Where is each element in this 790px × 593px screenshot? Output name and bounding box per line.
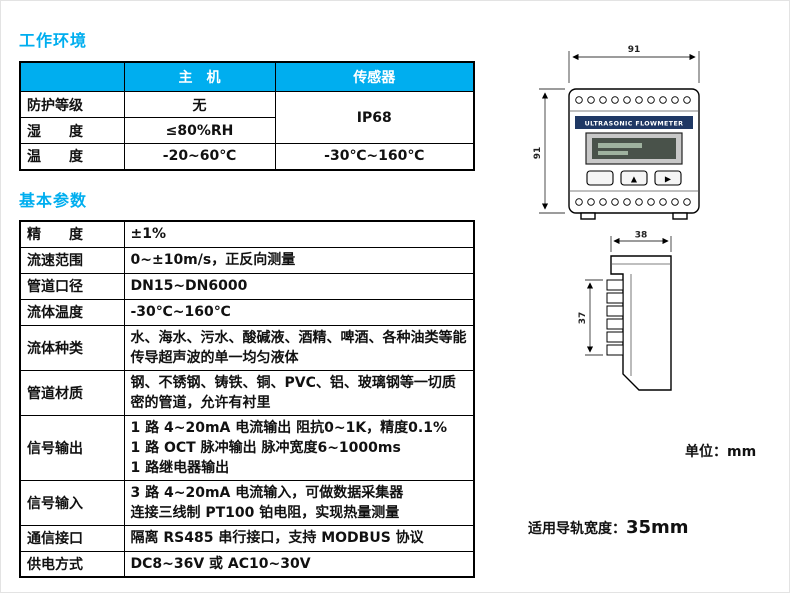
param-value-comm-interface: 隔离 RS485 串行接口，支持 MODBUS 协议 <box>123 524 475 552</box>
table-row: 流速范围 0~±10m/s，正反向测量 <box>19 246 475 274</box>
param-value-velocity-range: 0~±10m/s，正反向测量 <box>123 246 475 274</box>
vent-holes-top <box>575 96 691 104</box>
table-row: 流体温度 -30℃~160℃ <box>19 298 475 326</box>
param-label-pipe-diameter: 管道口径 <box>19 272 125 300</box>
env-col-main-unit: 主 机 <box>123 61 276 92</box>
env-label-protection: 防护等级 <box>19 91 125 118</box>
table-row: 管道材质 钢、不锈钢、铸铁、铜、PVC、铝、玻璃钢等一切质密的管道，允许有衬里 <box>19 369 475 416</box>
param-value-fluid-temperature: -30℃~160℃ <box>123 298 475 326</box>
table-header-row: 主 机 传感器 <box>19 61 475 92</box>
env-value-protection-main: 无 <box>123 91 276 118</box>
vent-holes-bottom <box>575 198 691 206</box>
right-triangle-icon: ▶ <box>665 175 672 184</box>
env-value-humidity-main: ≤80%RH <box>123 117 276 144</box>
param-label-signal-input: 信号输入 <box>19 479 125 526</box>
up-triangle-icon: ▲ <box>631 175 638 184</box>
env-value-temperature-main: -20~60℃ <box>123 143 276 170</box>
side-profile-outline <box>610 255 672 391</box>
din-clip-left <box>580 212 596 220</box>
env-col-sensor: 传感器 <box>274 61 475 92</box>
front-width-dim-text: 91 <box>628 45 641 55</box>
table-row: 精 度 ±1% <box>19 220 475 248</box>
device-button-enter <box>654 170 682 186</box>
basic-parameters-table: 精 度 ±1% 流速范围 0~±10m/s，正反向测量 管道口径 DN15~DN… <box>19 220 475 578</box>
device-buttons: ▲ ▶ <box>586 170 682 186</box>
table-row: 供电方式 DC8~36V 或 AC10~30V <box>19 550 475 578</box>
din-clip-right <box>672 212 688 220</box>
param-value-pipe-diameter: DN15~DN6000 <box>123 272 475 300</box>
param-value-fluid-types: 水、海水、污水、酸碱液、酒精、啤酒、各种油类等能传导超声波的单一均匀液体 <box>123 324 475 371</box>
param-label-fluid-temperature: 流体温度 <box>19 298 125 326</box>
param-label-signal-output: 信号输出 <box>19 414 125 481</box>
brand-text: ULTRASONIC FLOWMETER <box>585 121 684 128</box>
table-row: 温 度 -20~60℃ -30℃~160℃ <box>19 143 475 170</box>
param-label-comm-interface: 通信接口 <box>19 524 125 552</box>
side-width-dimension: 38 <box>610 231 672 252</box>
env-label-temperature: 温 度 <box>19 143 125 170</box>
rail-width-prefix: 适用导轨宽度： <box>528 521 626 537</box>
param-value-accuracy: ±1% <box>123 220 475 248</box>
device-button-up <box>620 170 648 186</box>
env-table-corner-cell <box>19 61 125 92</box>
table-row: 通信接口 隔离 RS485 串行接口，支持 MODBUS 协议 <box>19 524 475 552</box>
table-row: 管道口径 DN15~DN6000 <box>19 272 475 300</box>
device-button-menu <box>586 170 614 186</box>
flowmeter-front-body: ULTRASONIC FLOWMETER ▲ ▶ <box>568 88 700 220</box>
side-view-drawing: 38 37 <box>578 231 672 391</box>
section-title-working-environment: 工作环境 <box>19 31 88 50</box>
param-value-pipe-material: 钢、不锈钢、铸铁、铜、PVC、铝、玻璃钢等一切质密的管道，允许有衬里 <box>123 369 475 416</box>
rail-width-value: 35mm <box>626 517 689 538</box>
working-environment-table: 主 机 传感器 防护等级 无 IP68 湿 度 ≤80%RH 温 度 -20~6… <box>19 61 475 171</box>
table-row: 防护等级 无 IP68 <box>19 91 475 144</box>
section-title-basic-parameters: 基本参数 <box>19 191 88 210</box>
front-width-dimension: 91 <box>568 45 700 83</box>
brand-band <box>575 116 693 129</box>
table-row: 信号输出 1 路 4~20mA 电流输出 阻抗0~1K，精度0.1% 1 路 O… <box>19 414 475 481</box>
env-value-protection-sensor: IP68 <box>274 91 475 144</box>
table-row: 信号输入 3 路 4~20mA 电流输入，可做数据采集器 连接三线制 PT100… <box>19 479 475 526</box>
param-label-power-supply: 供电方式 <box>19 550 125 578</box>
param-label-accuracy: 精 度 <box>19 220 125 248</box>
param-label-fluid-types: 流体种类 <box>19 324 125 371</box>
side-width-dim-text: 38 <box>635 231 648 241</box>
table-row: 流体种类 水、海水、污水、酸碱液、酒精、啤酒、各种油类等能传导超声波的单一均匀液… <box>19 324 475 371</box>
front-view-drawing: 91 91 ULTRASONIC FLOWMETER <box>533 45 700 220</box>
table-row: 湿 度 ≤80%RH <box>19 117 474 144</box>
terminal-blocks <box>606 279 624 356</box>
unit-label: 单位：mm <box>685 444 757 460</box>
side-height-dimension: 37 <box>578 279 603 356</box>
lcd-display <box>585 132 683 165</box>
flowmeter-side-profile <box>606 255 672 391</box>
param-value-signal-input: 3 路 4~20mA 电流输入，可做数据采集器 连接三线制 PT100 铂电阻，… <box>123 479 475 526</box>
rail-width-label: 适用导轨宽度：35mm <box>528 517 689 538</box>
side-height-dim-text: 37 <box>578 312 588 325</box>
param-label-velocity-range: 流速范围 <box>19 246 125 274</box>
env-label-humidity: 湿 度 <box>19 117 125 144</box>
front-height-dim-text: 91 <box>533 147 543 160</box>
param-value-signal-output: 1 路 4~20mA 电流输出 阻抗0~1K，精度0.1% 1 路 OCT 脉冲… <box>123 414 475 481</box>
front-height-dimension: 91 <box>533 88 565 214</box>
param-value-power-supply: DC8~36V 或 AC10~30V <box>123 550 475 578</box>
env-value-temperature-sensor: -30℃~160℃ <box>274 143 475 170</box>
param-label-pipe-material: 管道材质 <box>19 369 125 416</box>
